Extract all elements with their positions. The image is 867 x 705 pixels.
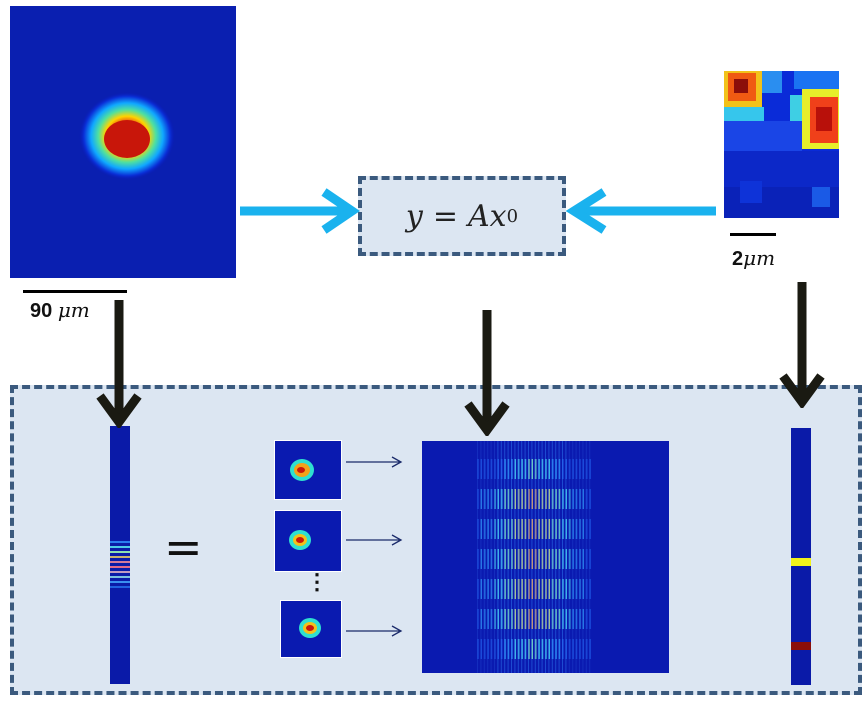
equation-rhs: Ax [468,198,507,234]
thin-right-arrow-icon [346,456,403,468]
matrix-texture-line [477,441,478,673]
measured-speckle-image [10,6,236,278]
matrix-texture-line [487,441,489,673]
thin-right-arrow-icon [346,534,403,546]
scalebar-right-unit: μm [743,246,776,270]
matrix-texture-line [538,441,540,673]
down-arrow-icon [464,310,510,436]
down-arrow-icon [779,282,825,408]
matrix-texture-line [524,441,526,673]
scalebar-left-label: 90 μm [30,298,90,323]
matrix-texture-line [565,441,567,673]
ellipsis: ⋮ [306,569,328,594]
matrix-texture-line [568,441,570,673]
scalebar-right-label: 2μm [732,246,775,271]
matrix-texture-line [511,441,512,673]
scalebar-right [730,233,776,236]
matrix-texture-line [531,441,533,673]
speckle-thumbnail-3 [280,600,342,658]
right-arrow-icon [240,188,360,234]
scalebar-left-number: 90 [30,300,53,322]
matrix-texture-line [500,441,502,673]
matrix-texture-line [534,441,536,673]
thin-right-arrow-icon [346,625,403,637]
matrix-texture-line [548,441,550,673]
matrix-texture-line [562,441,563,673]
equation-subscript: 0 [506,205,519,227]
matrix-texture-line [483,441,485,673]
matrix-texture-line [541,441,543,673]
equation-equals: = [432,198,459,234]
speckle-thumbnail-2 [274,510,342,572]
matrix-texture-line [589,441,591,673]
matrix-texture-line [582,441,584,673]
matrix-texture-line [494,441,495,673]
matrix-texture-line [517,441,519,673]
matrix-texture-line [504,441,506,673]
measurement-vector-y [110,426,130,684]
matrix-texture-line [480,441,482,673]
matrix-texture-line [579,441,580,673]
speckle-thumbnail-1 [274,440,342,500]
matrix-texture-line [545,441,546,673]
matrix-texture-line [585,441,587,673]
matrix-texture-line [528,441,529,673]
matrix-texture-line [497,441,499,673]
matrix-texture-line [575,441,577,673]
matrix-texture-line [558,441,560,673]
left-arrow-icon [566,188,716,234]
matrix-texture-line [555,441,557,673]
down-arrow-icon [96,300,142,428]
sparse-object-image [724,71,839,218]
scalebar-right-number: 2 [732,248,744,270]
equation-lhs: y [405,198,423,234]
equals-sign: = [164,520,203,574]
matrix-texture-line [551,441,553,673]
matrix-texture-line [490,441,492,673]
scalebar-left-unit: μm [57,298,90,322]
transmission-matrix-A [422,441,669,673]
matrix-texture-line [514,441,516,673]
matrix-texture-line [507,441,509,673]
sparse-vector-x0 [791,428,811,685]
scalebar-left [23,290,127,293]
matrix-texture-line [572,441,574,673]
matrix-texture-line [521,441,523,673]
